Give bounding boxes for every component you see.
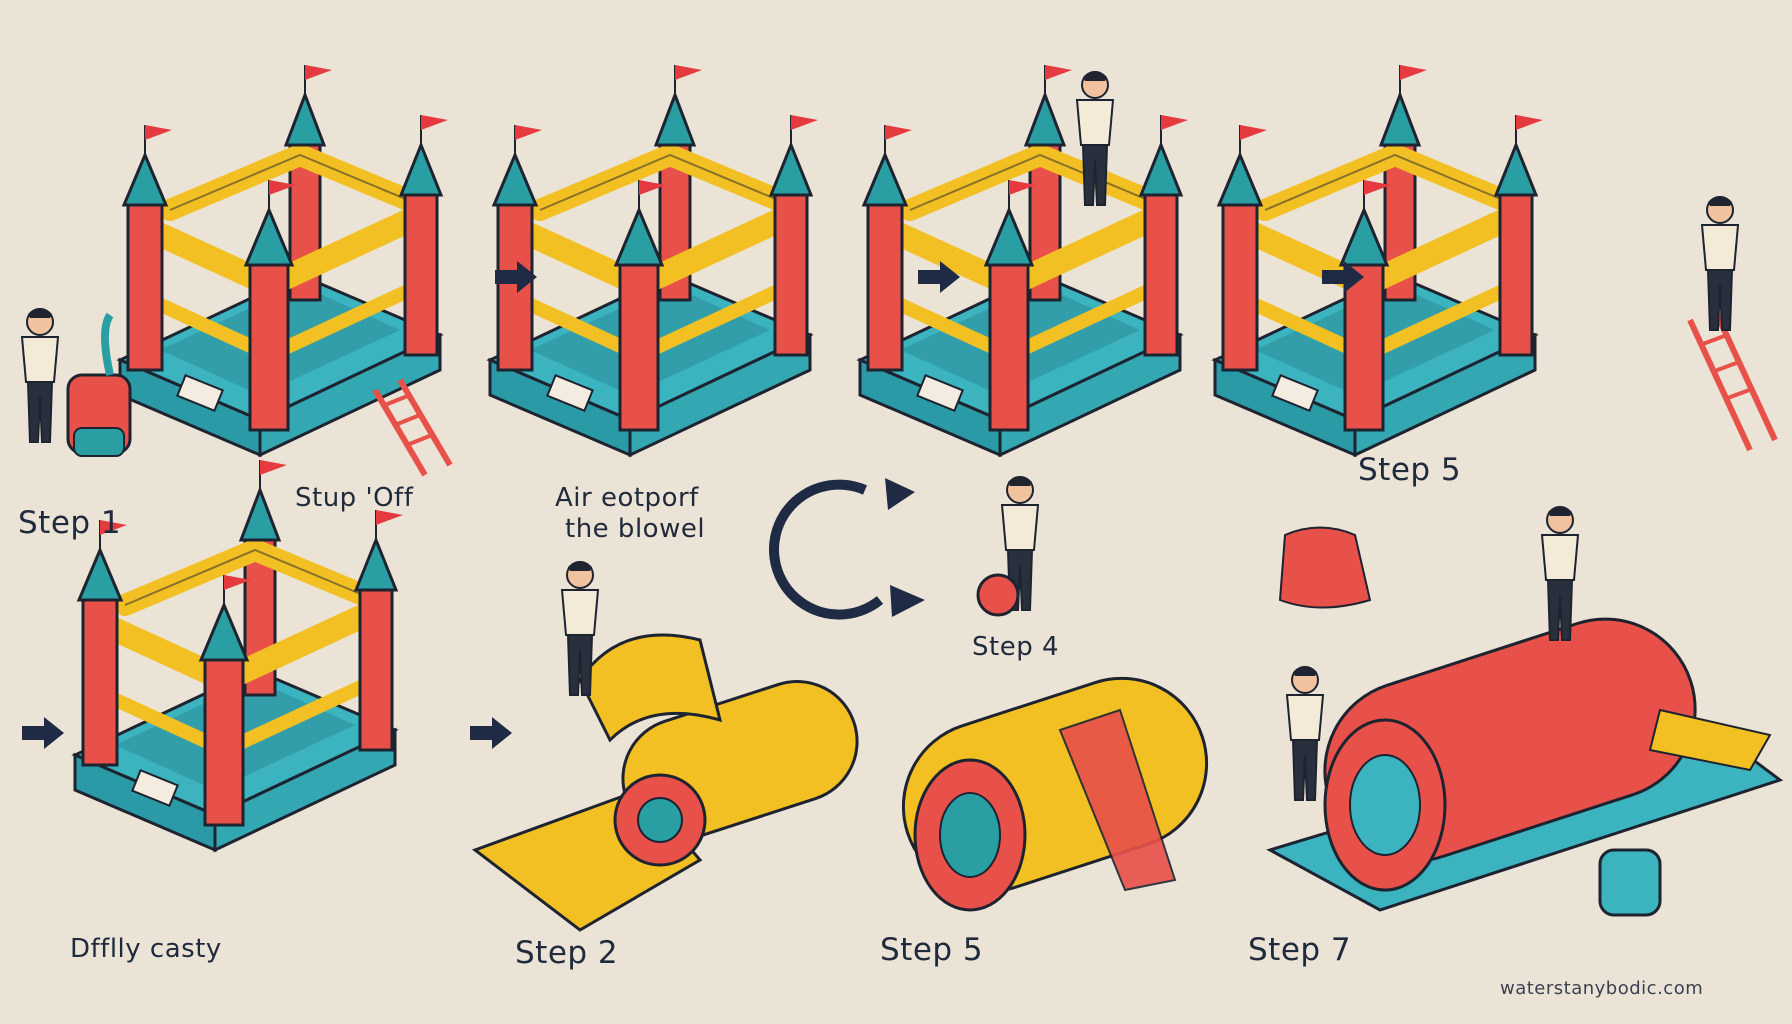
blower-icon xyxy=(66,312,132,457)
rolled-castle-icon xyxy=(901,676,1209,912)
castle-deflating xyxy=(75,460,403,850)
cycle-arrows-icon xyxy=(769,478,925,620)
label-air-line2: the blowel xyxy=(565,514,706,544)
rolled-castle-icon xyxy=(1266,617,1784,912)
label-stup-off: Stup 'Off xyxy=(295,483,414,513)
ball-icon xyxy=(976,573,1020,617)
watermark: waterstanybodic.com xyxy=(1500,978,1704,999)
person-icon xyxy=(21,307,59,443)
blower-icon xyxy=(1598,848,1662,917)
person-icon xyxy=(1701,195,1739,331)
ladder-icon xyxy=(372,378,453,477)
castle-step-2 xyxy=(490,65,818,455)
label-deflate: Dfflly casty xyxy=(70,934,222,964)
arrow-right-icon xyxy=(470,717,512,749)
arrow-right-icon xyxy=(22,717,64,749)
label-step-7: Step 7 xyxy=(1248,932,1352,968)
person-icon xyxy=(1541,505,1579,641)
storage-bag-icon xyxy=(1278,526,1372,609)
castle-step-3 xyxy=(860,65,1188,455)
castle-step-5 xyxy=(1215,65,1543,455)
label-step-1: Step 1 xyxy=(18,505,122,541)
person-icon xyxy=(1286,665,1324,801)
label-step-5-bottom: Step 5 xyxy=(880,932,984,968)
label-step-5-top: Step 5 xyxy=(1358,452,1462,488)
ladder-icon xyxy=(1687,308,1778,452)
rolled-castle-icon xyxy=(471,633,859,932)
label-air-line1: Air eotporf xyxy=(555,483,699,513)
label-step-4: Step 4 xyxy=(972,632,1060,662)
label-step-2: Step 2 xyxy=(515,935,619,971)
castle-step-1 xyxy=(120,65,448,455)
